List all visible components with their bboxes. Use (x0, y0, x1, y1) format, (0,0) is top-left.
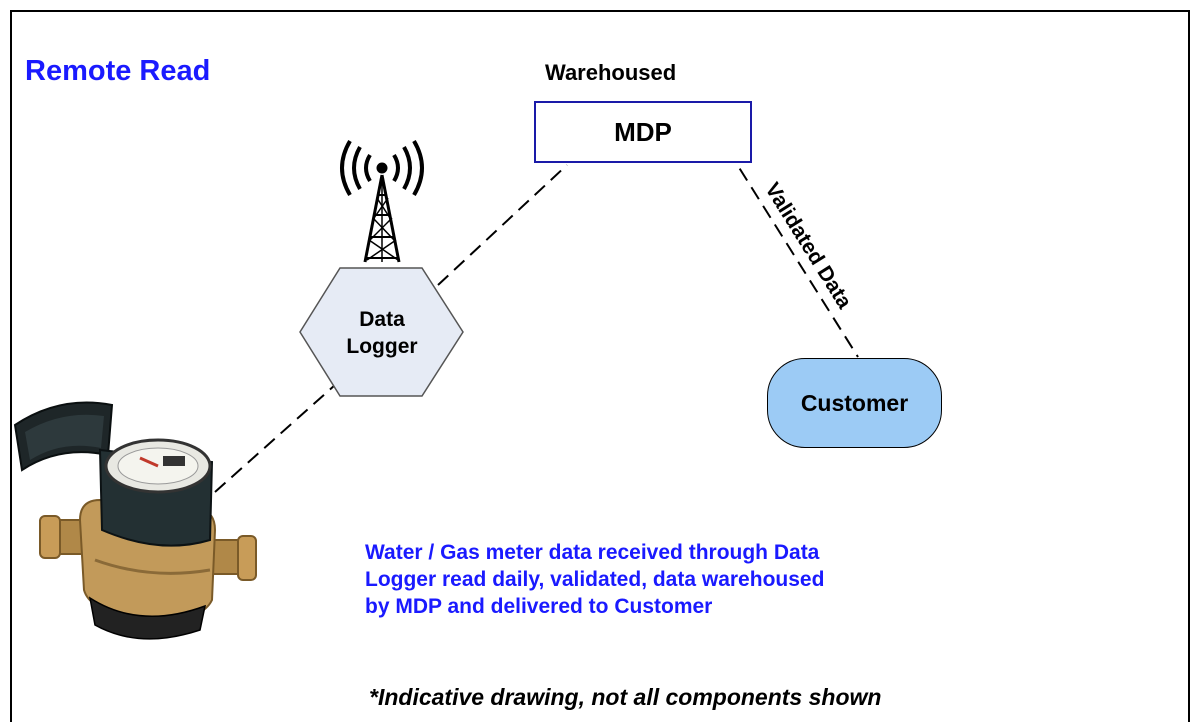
data-logger-label-line1: Data (359, 308, 405, 331)
mdp-node: MDP (534, 101, 752, 163)
description-line-1: Water / Gas meter data received through … (365, 541, 820, 564)
diagram-frame (10, 10, 1190, 722)
radio-tower-icon (340, 139, 424, 263)
connector-meter-logger (214, 384, 336, 493)
connector-logger-mdp (437, 164, 568, 286)
data-logger-node (299, 267, 464, 397)
description-line-2: Logger read daily, validated, data wareh… (365, 568, 825, 591)
data-logger-label: Data Logger (312, 306, 452, 360)
mdp-label: MDP (614, 116, 672, 147)
footnote: *Indicative drawing, not all components … (369, 684, 882, 710)
customer-label: Customer (800, 389, 909, 416)
description-text: Water / Gas meter data received through … (365, 539, 985, 620)
diagram-title: Remote Read (25, 55, 211, 87)
connector-mdp-customer (727, 149, 859, 358)
water-meter-icon (13, 401, 257, 640)
data-logger-label-line2: Logger (346, 335, 418, 358)
mdp-caption: Warehoused (545, 60, 677, 85)
description-line-3: by MDP and delivered to Customer (365, 595, 713, 618)
customer-node: Customer (767, 358, 942, 448)
